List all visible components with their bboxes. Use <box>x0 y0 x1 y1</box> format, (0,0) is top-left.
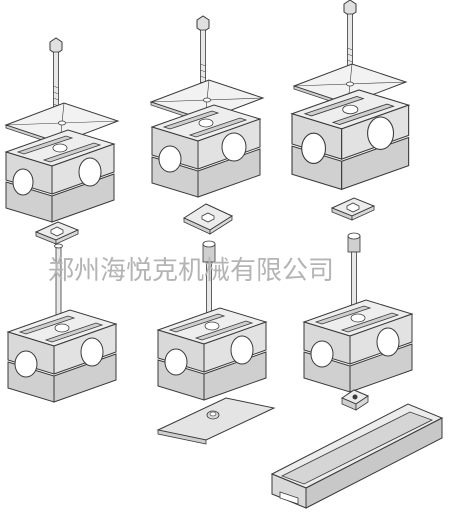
group-double-clamp-long-bolt <box>150 15 264 198</box>
clamp-block <box>157 307 267 401</box>
weld-nut <box>35 221 79 245</box>
clamp-block <box>7 309 117 403</box>
group-heavy-clamp-long-bolt <box>291 0 410 190</box>
rail-nut <box>340 389 370 411</box>
group-clamp-weld-nut-bolt <box>7 221 117 403</box>
group-clamp-socket-screw-weld-plate <box>156 203 276 445</box>
weld-nut <box>182 203 234 235</box>
clamp-block <box>303 299 413 393</box>
weld-nut <box>331 197 375 221</box>
mounting-rail <box>270 403 444 509</box>
bolt <box>54 243 63 317</box>
clamp-block <box>151 104 261 198</box>
weld-plate <box>156 397 276 445</box>
socket-screw <box>347 232 361 309</box>
group-single-clamp-long-bolt <box>5 37 119 223</box>
socket-screw <box>202 240 216 319</box>
group-clamp-rail-nut-mounting-rail <box>270 197 444 509</box>
clamp-block <box>291 89 410 190</box>
clamp-block <box>5 129 115 223</box>
